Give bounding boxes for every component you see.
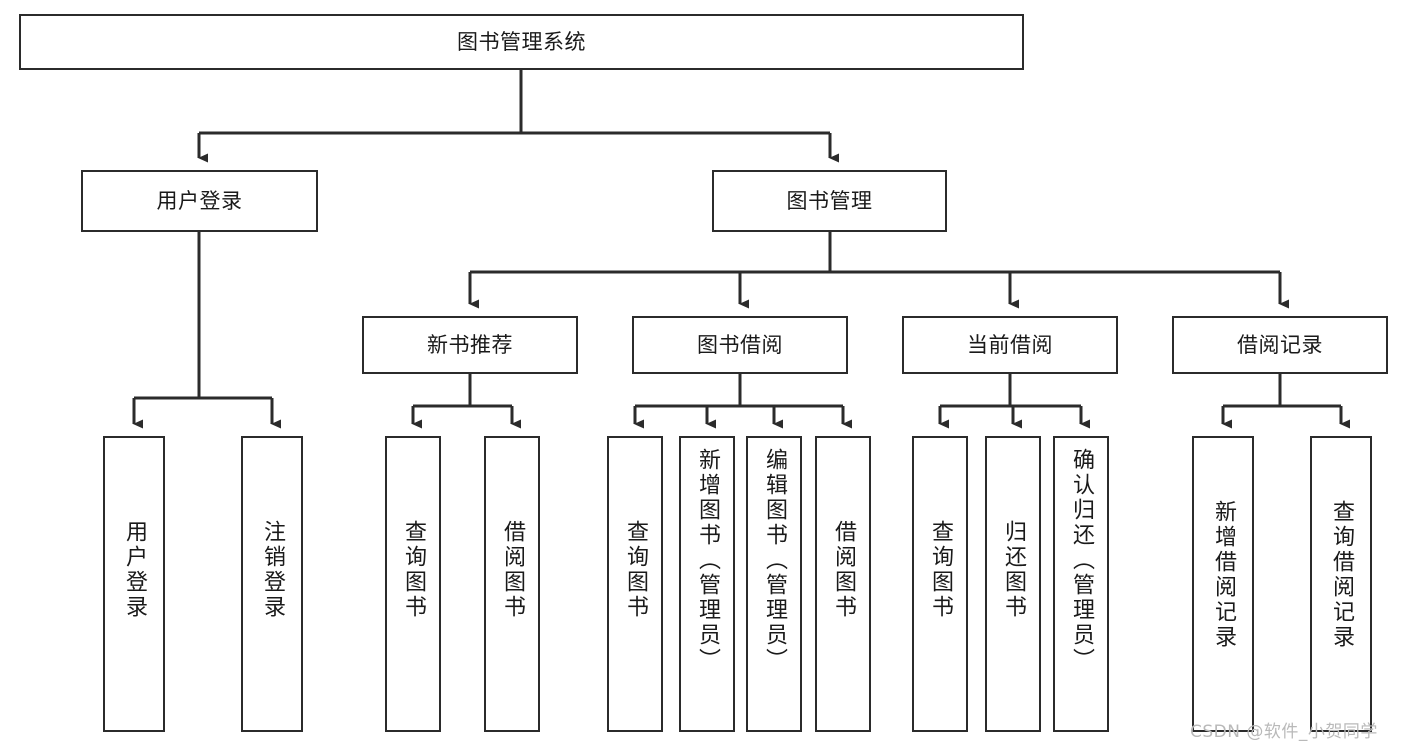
node-book-management[interactable]: 图书管理	[712, 170, 947, 232]
leaf-user-login-label: 用户登录	[122, 520, 147, 620]
node-root-system[interactable]: 图书管理系统	[19, 14, 1024, 70]
leaf-query-book-borrow[interactable]: 查询图书	[607, 436, 663, 732]
leaf-add-book-admin-label: 新增图书（管理员）	[695, 448, 720, 673]
node-borrow-record-label: 借阅记录	[1237, 332, 1323, 357]
leaf-query-book-current-label: 查询图书	[928, 520, 953, 620]
node-new-book-recommend[interactable]: 新书推荐	[362, 316, 578, 374]
node-root-system-label: 图书管理系统	[457, 29, 586, 54]
leaf-lend-book-label: 借阅图书	[831, 520, 856, 620]
leaf-return-book-label: 归还图书	[1001, 520, 1026, 620]
leaf-add-borrow-record[interactable]: 新增借阅记录	[1192, 436, 1254, 732]
node-current-borrow-label: 当前借阅	[967, 332, 1053, 357]
leaf-query-borrow-record[interactable]: 查询借阅记录	[1310, 436, 1372, 732]
leaf-return-book[interactable]: 归还图书	[985, 436, 1041, 732]
leaf-confirm-return-admin-label: 确认归还（管理员）	[1069, 448, 1094, 673]
leaf-add-book-admin[interactable]: 新增图书（管理员）	[679, 436, 735, 732]
node-book-borrow[interactable]: 图书借阅	[632, 316, 848, 374]
leaf-logout[interactable]: 注销登录	[241, 436, 303, 732]
leaf-query-book-current[interactable]: 查询图书	[912, 436, 968, 732]
leaf-query-borrow-record-label: 查询借阅记录	[1329, 500, 1354, 650]
node-current-borrow[interactable]: 当前借阅	[902, 316, 1118, 374]
node-book-management-label: 图书管理	[786, 188, 873, 213]
node-borrow-record[interactable]: 借阅记录	[1172, 316, 1388, 374]
leaf-lend-book[interactable]: 借阅图书	[815, 436, 871, 732]
leaf-confirm-return-admin[interactable]: 确认归还（管理员）	[1053, 436, 1109, 732]
leaf-query-book-newbook[interactable]: 查询图书	[385, 436, 441, 732]
node-user-login[interactable]: 用户登录	[81, 170, 318, 232]
leaf-user-login[interactable]: 用户登录	[103, 436, 165, 732]
leaf-borrow-book-newbook[interactable]: 借阅图书	[484, 436, 540, 732]
leaf-add-borrow-record-label: 新增借阅记录	[1211, 500, 1236, 650]
node-new-book-recommend-label: 新书推荐	[427, 332, 513, 357]
leaf-edit-book-admin-label: 编辑图书（管理员）	[762, 448, 787, 673]
node-book-borrow-label: 图书借阅	[697, 332, 783, 357]
leaf-query-book-newbook-label: 查询图书	[401, 520, 426, 620]
leaf-query-book-borrow-label: 查询图书	[623, 520, 648, 620]
leaf-logout-label: 注销登录	[260, 520, 285, 620]
node-user-login-label: 用户登录	[156, 188, 243, 213]
leaf-borrow-book-newbook-label: 借阅图书	[500, 520, 525, 620]
leaf-edit-book-admin[interactable]: 编辑图书（管理员）	[746, 436, 802, 732]
csdn-watermark: CSDN @软件_小贺同学	[1190, 722, 1378, 742]
